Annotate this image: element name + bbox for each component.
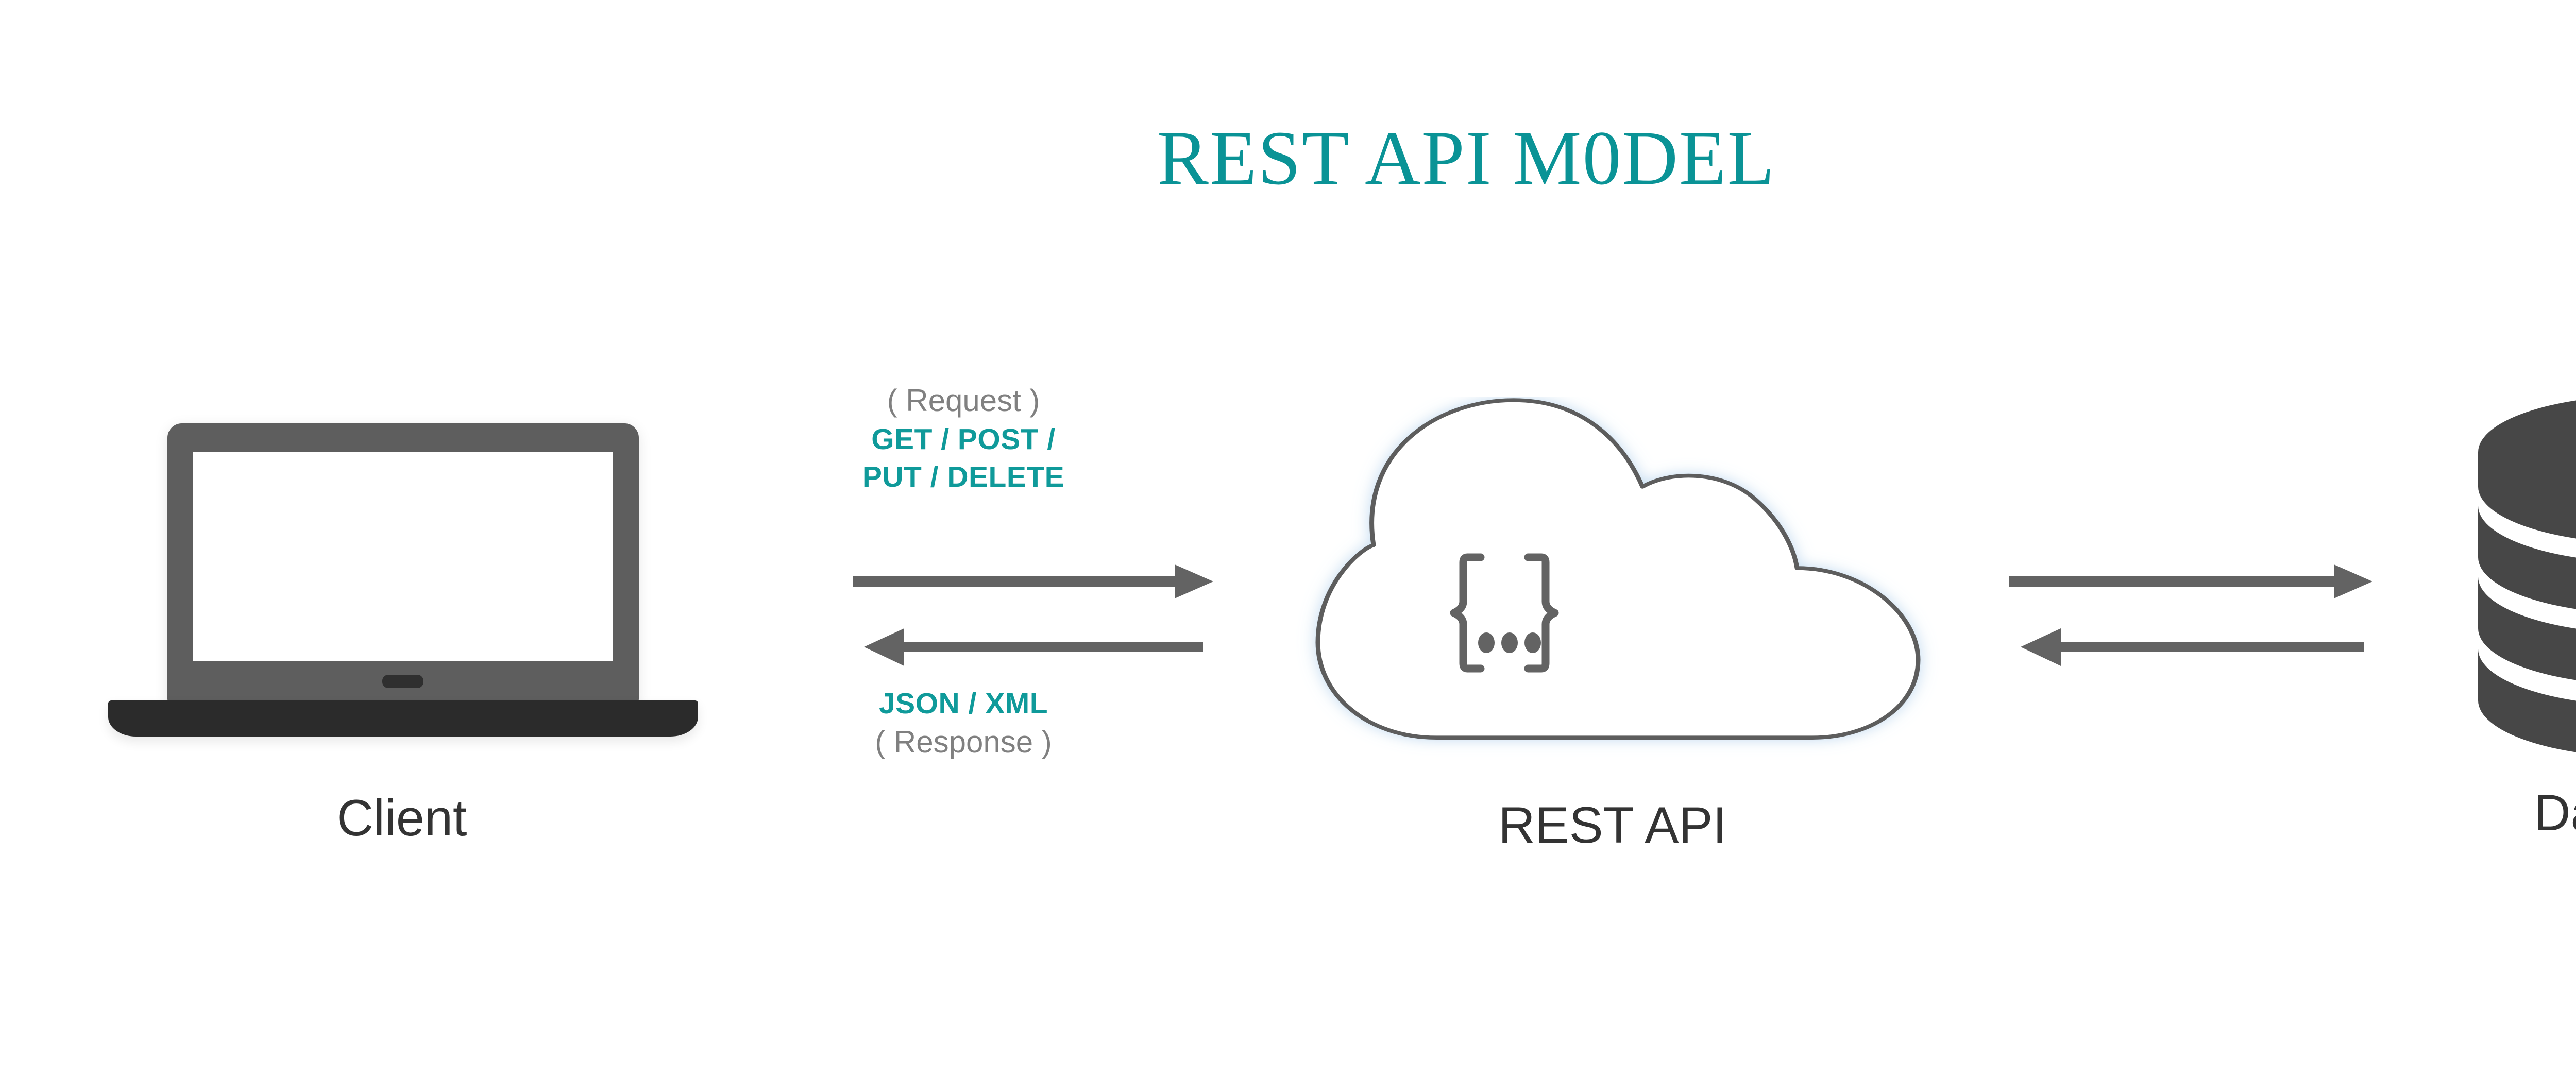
dot-2 <box>1501 632 1518 653</box>
arrows-api-database <box>2009 561 2396 680</box>
node-client: Client <box>98 407 706 843</box>
arrow-db-request-right <box>2009 564 2372 598</box>
node-label-client: Client <box>336 789 467 846</box>
arrow-db-response-left <box>2021 628 2364 666</box>
laptop-icon <box>98 407 706 747</box>
arrow-pair-client-api <box>853 564 1213 666</box>
arrow-pair-api-database <box>2009 564 2372 666</box>
db-band-1 <box>2478 400 2576 539</box>
cloud-brace-group <box>1450 553 1559 673</box>
node-rest-api: REST API <box>1273 397 1953 850</box>
laptop-base <box>108 700 698 737</box>
cloud-shape <box>1315 398 1921 740</box>
link-label-response: JSON / XML ( Response ) <box>804 685 1123 762</box>
response-format-line: JSON / XML <box>878 687 1048 720</box>
laptop-screen <box>193 452 613 661</box>
cloud-dots-group <box>1478 632 1541 653</box>
cloud-outline <box>1315 398 1921 740</box>
node-database: Database <box>2458 391 2576 838</box>
request-methods-line-2: PUT / DELETE <box>862 460 1065 493</box>
db-band-4 <box>2478 649 2576 752</box>
request-methods-line-1: GET / POST / <box>871 422 1056 456</box>
dot-1 <box>1478 632 1495 653</box>
node-label-rest-api: REST API <box>1498 796 1727 853</box>
db-band-2 <box>2478 506 2576 609</box>
request-paren-label: ( Request ) <box>887 383 1040 418</box>
brace-open-icon <box>1450 553 1485 673</box>
db-band-3 <box>2478 577 2576 680</box>
arrows-client-api <box>853 561 1229 680</box>
dot-3 <box>1524 632 1541 653</box>
database-shape <box>2478 400 2576 752</box>
page-title: REST API M0DEL <box>1157 115 1776 201</box>
node-label-database: Database <box>2534 784 2576 841</box>
cloud-icon <box>1273 397 1953 767</box>
database-cylinder-icon <box>2458 391 2576 752</box>
brace-close-icon <box>1524 553 1559 673</box>
database-discs <box>2478 400 2576 752</box>
arrow-response-left <box>864 628 1203 666</box>
response-paren-label: ( Response ) <box>875 724 1052 759</box>
link-label-request: ( Request ) GET / POST / PUT / DELETE <box>804 381 1123 496</box>
arrow-request-right <box>853 564 1213 598</box>
laptop-notch <box>382 675 423 688</box>
